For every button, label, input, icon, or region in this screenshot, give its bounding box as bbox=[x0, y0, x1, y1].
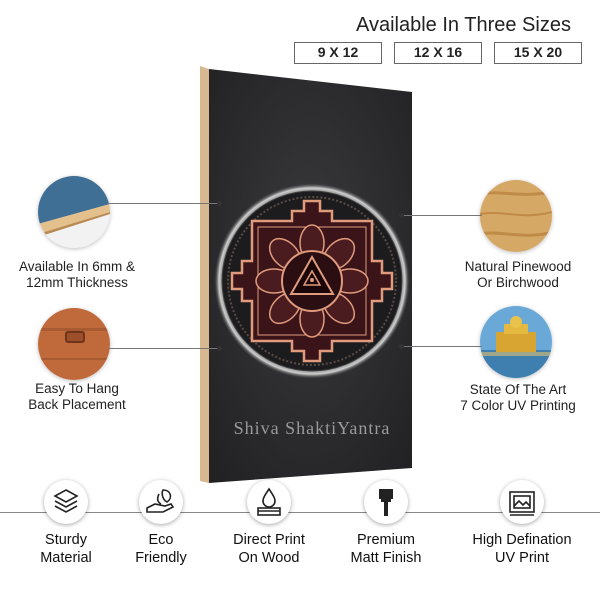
connector-line bbox=[108, 203, 220, 204]
feature-hang: Easy To Hang Back Placement bbox=[28, 381, 126, 412]
connector-dot bbox=[399, 213, 404, 218]
connector-dot bbox=[217, 201, 222, 206]
connector-line bbox=[108, 348, 220, 349]
bottom-feature-direct-print-label: Direct Print On Wood bbox=[233, 532, 305, 566]
bottom-feature-eco-label: Eco Friendly bbox=[135, 532, 187, 566]
product-title: Shiva ShaktiYantra bbox=[234, 418, 391, 438]
uv-print-sample-image bbox=[480, 306, 552, 378]
plywood-thickness-image bbox=[38, 176, 110, 248]
bottom-feature-matt-finish bbox=[364, 480, 408, 524]
eco-hand-icon bbox=[139, 480, 183, 524]
print-drop-icon bbox=[247, 480, 291, 524]
back-hanger-image bbox=[38, 308, 110, 380]
size-option-9x12[interactable]: 9 X 12 bbox=[294, 42, 382, 64]
bottom-feature-hd-print-label: High Defination UV Print bbox=[472, 532, 572, 566]
bottom-feature-eco bbox=[139, 480, 183, 524]
printer-icon bbox=[500, 480, 544, 524]
bottom-feature-hd-print bbox=[500, 480, 544, 524]
sizes-title: Available In Three Sizes bbox=[356, 14, 571, 36]
size-option-12x16[interactable]: 12 X 16 bbox=[394, 42, 482, 64]
feature-thickness: Available In 6mm & 12mm Thickness bbox=[18, 259, 136, 290]
product-board: Shiva ShaktiYantra bbox=[200, 66, 415, 486]
product-board-image: Shiva ShaktiYantra bbox=[200, 66, 412, 483]
bottom-feature-direct-print bbox=[247, 480, 291, 524]
size-option-15x20[interactable]: 15 X 20 bbox=[494, 42, 582, 64]
bottom-feature-sturdy bbox=[44, 480, 88, 524]
connector-line bbox=[404, 346, 482, 347]
connector-line bbox=[404, 215, 482, 216]
paint-brush-icon bbox=[364, 480, 408, 524]
bottom-feature-sturdy-label: Sturdy Material bbox=[40, 532, 92, 566]
bottom-divider bbox=[0, 512, 600, 513]
wood-texture-image bbox=[480, 180, 552, 252]
layers-icon bbox=[44, 480, 88, 524]
bottom-feature-matt-finish-label: Premium Matt Finish bbox=[350, 532, 422, 566]
feature-uv: State Of The Art 7 Color UV Printing bbox=[460, 382, 576, 413]
feature-wood: Natural Pinewood Or Birchwood bbox=[464, 259, 572, 290]
connector-dot bbox=[217, 346, 222, 351]
connector-dot bbox=[399, 344, 404, 349]
